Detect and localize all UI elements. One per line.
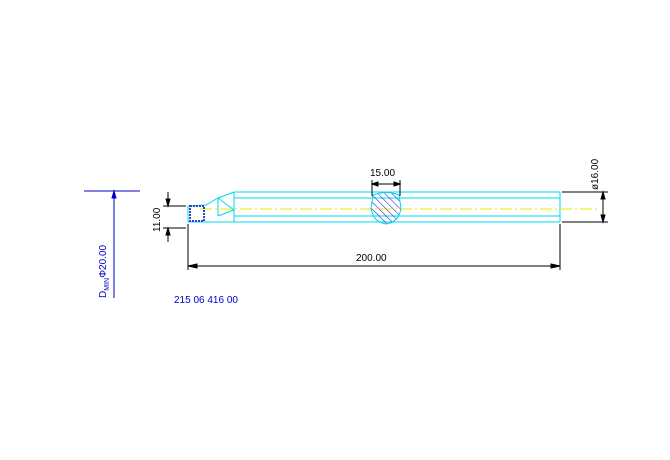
diameter-label: ø16.00 (590, 158, 601, 190)
length-dimension (187, 224, 561, 270)
diameter-dimension (562, 190, 608, 224)
dmin-dimension (84, 189, 140, 298)
groove-dimension (370, 180, 402, 196)
insert-label: 11.00 (152, 207, 163, 232)
groove-label: 15.00 (370, 168, 395, 179)
groove-section (370, 192, 402, 225)
part-number: 215 06 416 00 (174, 295, 238, 306)
insert-symbol (189, 205, 205, 222)
insert-dimension (163, 192, 186, 242)
dmin-prefix: D (98, 291, 109, 298)
dmin-label: DMINΦ20.00 (98, 244, 111, 298)
length-label: 200.00 (356, 253, 387, 264)
dmin-sub: MIN (104, 278, 111, 291)
dmin-value: Φ20.00 (98, 244, 109, 277)
